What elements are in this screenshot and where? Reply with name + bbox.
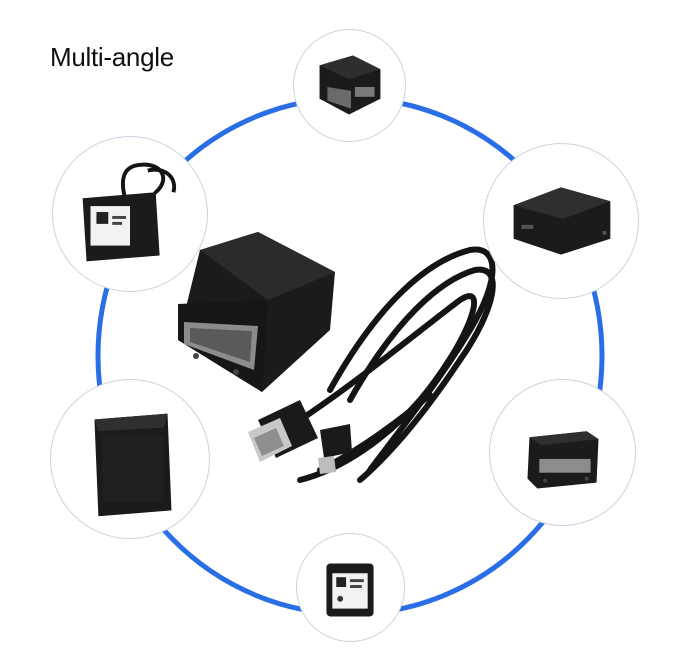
thumb-front-window-view [489,379,636,526]
page-title: Multi-angle [50,42,174,72]
thumb-bottom-label-view [296,533,405,642]
micro-usb-connector [318,424,352,474]
thumb-top-front-view [293,29,406,142]
thumb-back-view [50,379,210,539]
thumb-right-side-view [483,143,639,299]
usb-a-connector [248,400,318,462]
center-scanner [178,232,335,392]
thumb-rear-cable-view [52,136,208,292]
